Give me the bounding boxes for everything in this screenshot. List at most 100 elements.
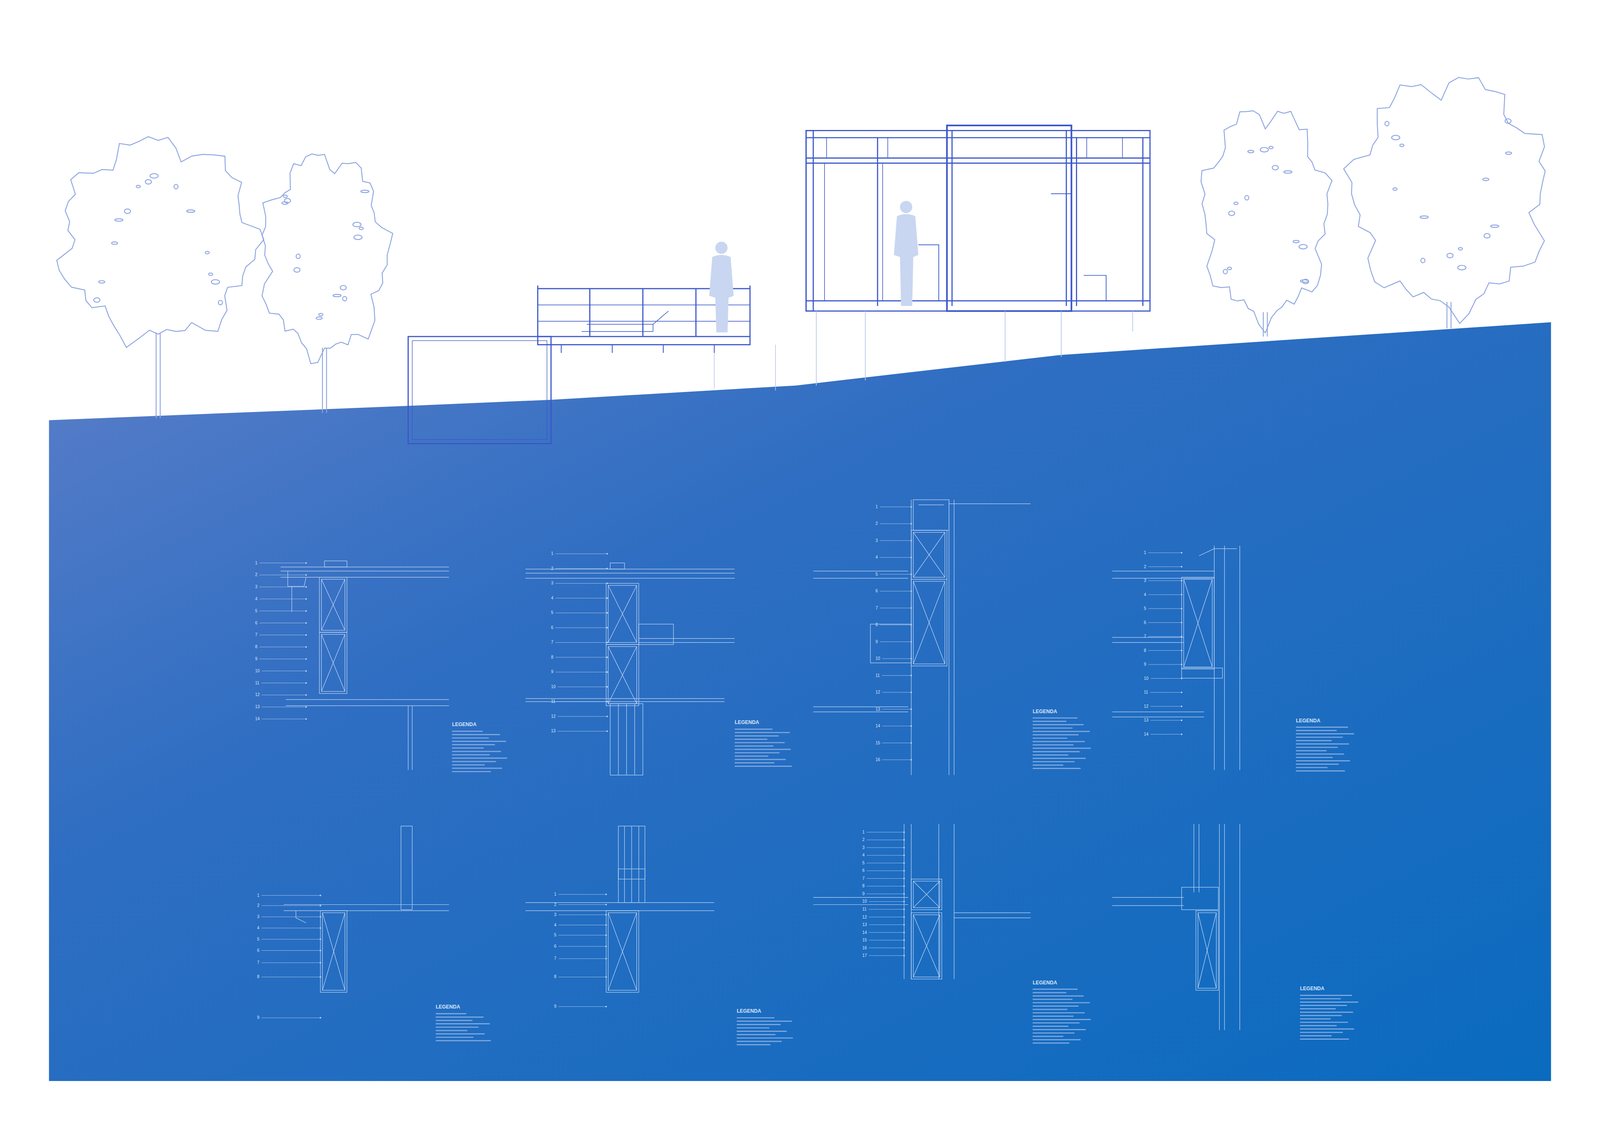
legend-item-line (1032, 757, 1086, 760)
legend-item-line (1032, 764, 1063, 766)
detail-line (813, 711, 909, 713)
tree-hole (136, 185, 141, 188)
leader-dot (606, 715, 608, 718)
callout-number: 16 (875, 757, 880, 763)
leader-dot (305, 646, 307, 648)
tree-hole (150, 173, 159, 179)
detail-line (1183, 579, 1213, 668)
callout-number: 4 (1143, 592, 1147, 598)
leader-dot (305, 634, 307, 636)
detail-line (1183, 579, 1213, 668)
leader-line (558, 935, 606, 936)
flashing (1199, 548, 1238, 556)
callout-number: 1 (257, 893, 260, 898)
tree-hole (1482, 178, 1490, 181)
legend-item-line (1032, 724, 1084, 726)
detail-line (638, 826, 639, 903)
legend-item-line (1032, 734, 1079, 736)
leader-dot (606, 567, 608, 570)
tree-hole (1245, 195, 1250, 200)
leader-dot (910, 523, 912, 525)
leader-dot (605, 934, 607, 936)
callout-number: 14 (255, 717, 260, 722)
leader-line (558, 894, 606, 895)
detail-line (321, 579, 345, 631)
callout-number: 5 (554, 933, 557, 938)
leader-dot (320, 962, 322, 964)
detail-line (949, 503, 1031, 505)
legend-item-line (1300, 1011, 1353, 1013)
tree-hole (1272, 165, 1279, 170)
leader-line (557, 701, 608, 703)
leader-line (868, 947, 904, 949)
construction-details (280, 500, 1240, 1031)
leader-dot (320, 927, 322, 929)
detail-line (617, 703, 619, 775)
legend-item-line (452, 757, 508, 760)
callout-number: 4 (862, 853, 865, 858)
detail-line (608, 912, 638, 991)
legend-item-line (734, 759, 786, 761)
legend-item-line (1295, 740, 1332, 742)
leader-dot (903, 893, 905, 895)
tree-hole (1385, 121, 1390, 126)
leader-line (882, 759, 912, 760)
leader-lines (259, 506, 1359, 1045)
legend-item-line (1295, 767, 1328, 769)
tree-hole (145, 179, 152, 185)
detail-line (1239, 824, 1240, 1031)
legend-item-line (1300, 1008, 1336, 1010)
legend-item-line (1032, 995, 1084, 998)
tree-hole (1247, 150, 1255, 153)
leader-line (555, 553, 608, 555)
detail-line (608, 585, 638, 643)
detail-line (913, 915, 940, 978)
leader-dot (1180, 552, 1183, 554)
leader-line (1148, 664, 1182, 665)
leader-dot (606, 582, 608, 585)
leader-line (881, 675, 912, 676)
tree-hole (98, 280, 105, 284)
legend-item-line (1300, 1005, 1348, 1007)
leader-line (261, 977, 321, 978)
trees (56, 77, 1545, 419)
detail-member (870, 624, 912, 663)
callout-number: 8 (554, 975, 557, 980)
tree-hole (186, 210, 195, 213)
legend-item-line (734, 738, 768, 740)
detail-member (1195, 910, 1219, 991)
callout-number: 14 (862, 930, 867, 935)
leader-line (259, 635, 307, 636)
callout-number: 5 (862, 861, 865, 866)
detail-line (285, 699, 450, 700)
legend-heading: LEGENDA (734, 720, 760, 725)
callout-number: 1 (255, 561, 258, 566)
leader-dot (605, 945, 607, 948)
leader-line (1148, 552, 1182, 553)
leader-dot (320, 1017, 322, 1019)
tree-hole (1269, 146, 1274, 149)
callout-number: 2 (554, 902, 557, 908)
callout-number: 9 (257, 1015, 260, 1020)
callout-number: 8 (1143, 648, 1147, 653)
detail-line (608, 646, 638, 704)
detail-line (525, 698, 725, 699)
callout-number: 3 (1143, 578, 1147, 583)
leader-line (1150, 678, 1182, 679)
leader-line (1150, 706, 1182, 707)
detail-line (626, 703, 627, 775)
leader-line (261, 670, 307, 672)
legend-item-line (452, 747, 484, 749)
leader-dot (910, 725, 912, 727)
tree-hole (359, 227, 364, 230)
callout-number: 5 (875, 572, 878, 577)
leader-dot (305, 670, 307, 672)
legend-item-line (1295, 753, 1344, 755)
leader-dot (305, 622, 307, 624)
legend-item-line (452, 730, 483, 733)
leader-line (558, 958, 606, 960)
tree-hole (1391, 135, 1400, 140)
leader-dot (903, 885, 905, 888)
callout-number: 4 (257, 926, 260, 931)
leader-dot (606, 642, 608, 644)
